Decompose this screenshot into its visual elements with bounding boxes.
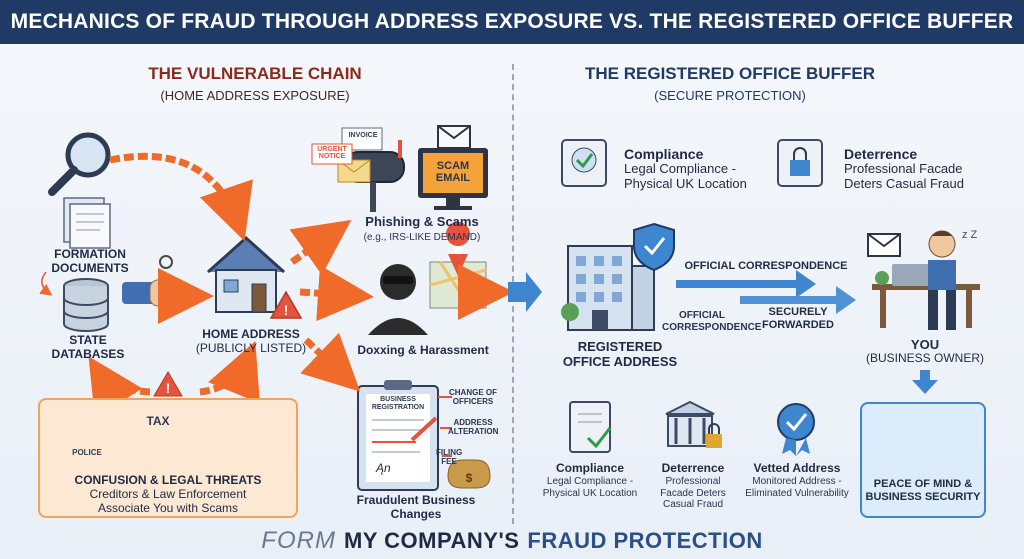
shield-check-icon (633, 222, 675, 272)
blue-arrows (508, 270, 938, 394)
tax-label: TAX (146, 414, 170, 428)
arrow-search-to-home (109, 152, 253, 242)
owner-at-desk-icon: z Z (872, 229, 980, 330)
arrow-home-to-doxxing (299, 265, 374, 322)
peace-of-mind-box (860, 402, 986, 518)
left-section-title: THE VULNERABLE CHAIN (148, 64, 362, 83)
office-building-icon (561, 245, 655, 331)
state-databases-label: STATE DATABASES (51, 333, 125, 361)
securely-forwarded-label: SECURELY FORWARDED (762, 306, 834, 331)
house-icon (206, 235, 286, 313)
scam-email-label: SCAM EMAIL (435, 160, 471, 185)
compliance-description: Legal Compliance - Physical UK Location (624, 161, 747, 191)
invoice-label: INVOICE (348, 132, 378, 139)
peace-of-mind-label: PEACE OF MIND & BUSINESS SECURITY (865, 478, 981, 503)
vetted-badge-icon (777, 403, 815, 456)
confusion-title: CONFUSION & LEGAL THREATS (74, 473, 262, 487)
left-section-subtitle: (HOME ADDRESS EXPOSURE) (160, 88, 350, 103)
bottom-deterrence-description: Professional Facade Deters Casual Fraud (660, 476, 726, 510)
compliance-scroll-icon (561, 139, 607, 187)
vulnerable-chain-arrows (88, 152, 514, 419)
vetted-address-description: Monitored Address - Eliminated Vulnerabi… (745, 476, 849, 499)
curved-red-arrow (39, 271, 53, 296)
address-alteration-label: ADDRESS ALTERATION (448, 418, 499, 437)
home-address-sublabel: (PUBLICLY LISTED) (195, 341, 307, 355)
warning-icon: ! (269, 290, 303, 319)
arrow-alert-to-home (199, 341, 260, 404)
svg-text:!: ! (284, 302, 289, 318)
mail-icon-right (867, 233, 901, 257)
svg-text:Ąn: Ąn (375, 461, 391, 475)
page-title-text: MECHANICS OF FRAUD THROUGH ADDRESS EXPOS… (10, 10, 1014, 33)
documents-icon (63, 197, 111, 249)
footer-accent: FRAUD PROTECTION (527, 527, 763, 553)
deterrence-title: Deterrence (844, 146, 918, 162)
deterrence-description: Professional Facade Deters Casual Fraud (844, 161, 964, 191)
footer: FORM MY COMPANY'S FRAUD PROTECTION (0, 522, 1024, 559)
bottom-deterrence-title: Deterrence (661, 461, 725, 475)
svg-text:z Z: z Z (962, 229, 978, 241)
clipboard-icon: Ąn (357, 380, 439, 491)
formation-documents-label: FORMATION DOCUMENTS (51, 247, 129, 275)
database-icon (63, 278, 109, 332)
bottom-compliance-icon (569, 401, 612, 453)
arrow-home-to-phishing (289, 219, 352, 276)
fraudulent-changes-label: Fraudulent Business Changes (356, 493, 476, 521)
pen-icon (410, 416, 438, 442)
envelope-icon (437, 125, 471, 149)
phishing-sublabel: (e.g., IRS-LIKE DEMAND) (363, 232, 481, 243)
official-correspondence-top-label: OFFICIAL CORRESPONDENCE (684, 260, 848, 272)
monitor-icon (418, 148, 488, 210)
doxxing-label: Doxxing & Harassment (357, 343, 489, 357)
urgent-notice-label: URGENT NOTICE (317, 146, 347, 161)
mailbox-icon (337, 140, 405, 212)
phishing-label: Phishing & Scams (365, 214, 479, 229)
police-label: POLICE (72, 448, 102, 457)
money-bag-icon: $ (447, 459, 491, 489)
right-section-subtitle: (SECURE PROTECTION) (654, 88, 806, 103)
home-address-label: HOME ADDRESS (202, 327, 300, 341)
page-title: MECHANICS OF FRAUD THROUGH ADDRESS EXPOS… (0, 0, 1024, 44)
arrow-home-to-fraud (300, 332, 361, 392)
footer-brand: MY COMPANY'S (343, 527, 520, 553)
thief-icon (368, 264, 428, 335)
svg-text:!: ! (166, 380, 171, 396)
confusion-alert-box (38, 398, 298, 518)
bottom-compliance-title: Compliance (555, 461, 624, 475)
filing-fee-label: FILING FEE (436, 448, 463, 467)
business-registration-label: BUSINESS REGISTRATION (371, 396, 425, 411)
confusion-description: Creditors & Law Enforcement Associate Yo… (89, 487, 247, 515)
footer-logo: FORM (261, 526, 336, 554)
vetted-address-title: Vetted Address (753, 461, 841, 475)
magnifier-icon (48, 132, 111, 196)
official-correspondence-label: OFFICIAL CORRESPONDENCE (662, 310, 762, 333)
registered-office-label: REGISTERED OFFICE ADDRESS (562, 339, 678, 369)
urgent-notice-card (311, 143, 353, 165)
right-section-title: THE REGISTERED OFFICE BUFFER (585, 64, 875, 83)
svg-text:$: $ (466, 471, 473, 485)
change-officers-label: CHANGE OF OFFICERS (449, 388, 497, 407)
arrow-alert-to-db (88, 356, 151, 419)
warning-triangle-small-icon: ! (153, 371, 183, 397)
deterrence-lock-icon (777, 139, 823, 187)
bottom-compliance-description: Legal Compliance - Physical UK Location (542, 476, 638, 499)
clipboard-pointer-lines (438, 396, 452, 457)
courthouse-lock-icon (665, 400, 722, 448)
you-label: YOU (910, 337, 940, 352)
compliance-title: Compliance (624, 146, 704, 162)
you-sublabel: (BUSINESS OWNER) (865, 351, 984, 365)
